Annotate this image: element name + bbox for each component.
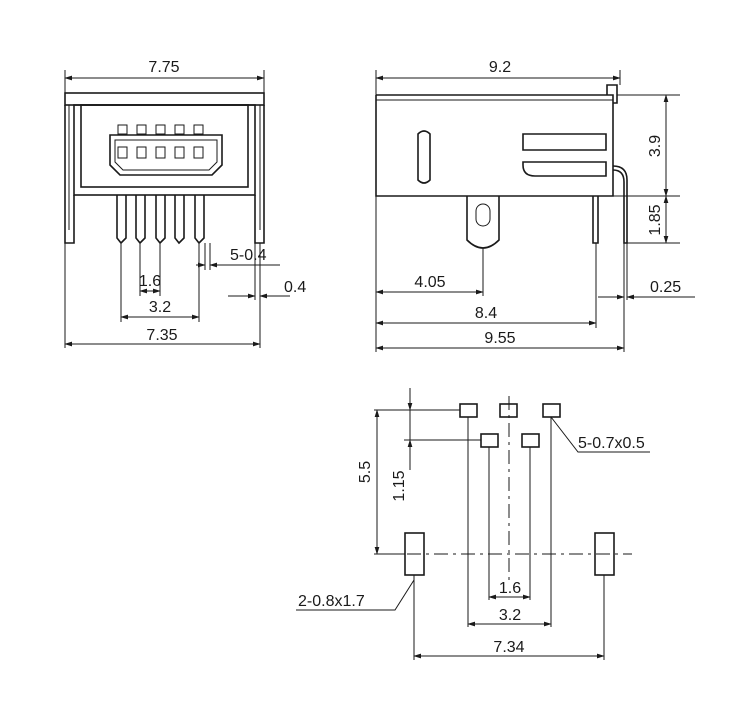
dim-pin-offset: 8.4 xyxy=(475,305,497,322)
dim-pin-thickness: 0.4 xyxy=(284,279,306,296)
dim-row-height: 5.5 xyxy=(357,461,374,483)
signal-pads xyxy=(459,403,561,448)
footprint-dimension-lines xyxy=(296,388,650,659)
dim-post-offset: 4.05 xyxy=(414,274,445,291)
dim-total-length: 9.55 xyxy=(484,330,515,347)
side-extension-lines xyxy=(375,70,680,352)
side-dimension-lines xyxy=(375,75,695,351)
dim-mount-pad-size: 2-0.8x1.7 xyxy=(298,593,365,610)
usb-receptacle xyxy=(109,124,223,176)
dim-mount-span: 7.34 xyxy=(493,639,524,656)
front-dimension-lines xyxy=(64,75,290,347)
dim-pad-pitch: 1.6 xyxy=(499,580,521,597)
dim-pin-width: 5-0.4 xyxy=(230,247,267,264)
dim-height-lower: 1.85 xyxy=(647,204,664,235)
dim-pin-pitch: 1.6 xyxy=(139,273,161,290)
dim-overall-width: 7.75 xyxy=(148,59,179,76)
dim-side-pin-thickness: 0.25 xyxy=(650,279,681,296)
center-lines xyxy=(380,396,632,580)
front-view: 7.75 5-0.4 1.6 3.2 0.4 7.35 xyxy=(64,59,306,348)
dim-overall-length: 9.2 xyxy=(489,59,511,76)
front-pins xyxy=(116,195,205,245)
dim-pad-size: 5-0.7x0.5 xyxy=(578,435,645,452)
dim-height-upper: 3.9 xyxy=(647,135,664,157)
side-view: 9.2 3.9 1.85 4.05 8.4 9.55 0.25 xyxy=(375,59,695,352)
connector-body-side xyxy=(375,84,628,249)
dim-row-offset: 1.15 xyxy=(391,470,408,501)
footprint-extension-lines xyxy=(374,409,605,660)
pcb-footprint: 5.5 1.15 5-0.7x0.5 2-0.8x1.7 1.6 3.2 7.3… xyxy=(296,388,650,660)
dim-leg-span: 7.35 xyxy=(146,327,177,344)
dim-pad-span: 3.2 xyxy=(499,607,521,624)
dim-pin-span: 3.2 xyxy=(149,299,171,316)
